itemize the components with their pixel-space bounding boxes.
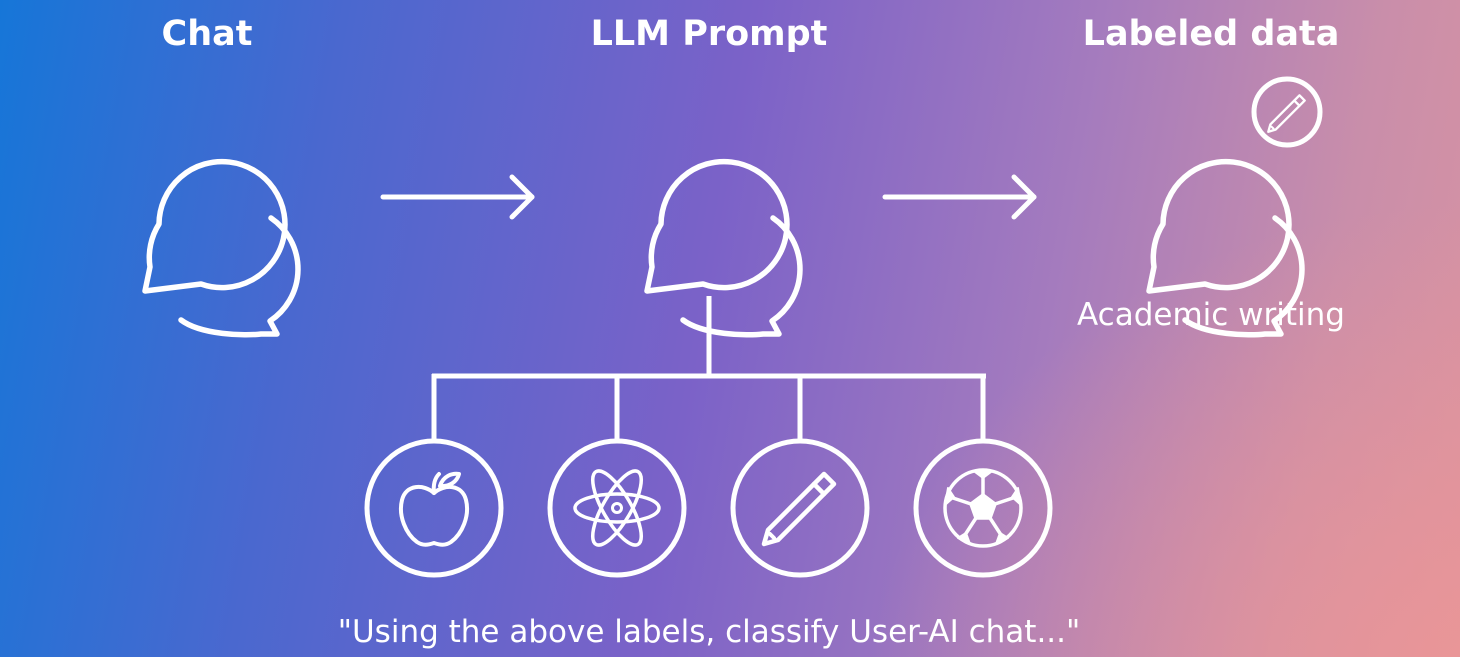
soccer-ball-icon (943, 468, 1023, 548)
heading-chat: Chat (161, 14, 253, 54)
label-tree-connector (431, 296, 986, 440)
chat-bubbles-icon (647, 162, 800, 335)
pencil-badge-icon (1251, 76, 1323, 148)
category-circle-pencil (730, 438, 870, 578)
prompt-text: "Using the above labels, classify User-A… (337, 614, 1081, 650)
pencil-icon (764, 474, 834, 544)
arrow-right-icon (882, 174, 1037, 220)
chat-bubbles-icon (145, 162, 298, 335)
arrow-right-icon (380, 174, 535, 220)
atom-icon (573, 469, 661, 547)
heading-llm-prompt: LLM Prompt (590, 14, 828, 54)
category-circle-soccer (913, 438, 1053, 578)
heading-labeled-data: Labeled data (1082, 14, 1340, 54)
category-circle-apple (364, 438, 504, 578)
apple-icon (399, 471, 469, 547)
result-label: Academic writing (1077, 297, 1345, 333)
category-circle-atom (547, 438, 687, 578)
